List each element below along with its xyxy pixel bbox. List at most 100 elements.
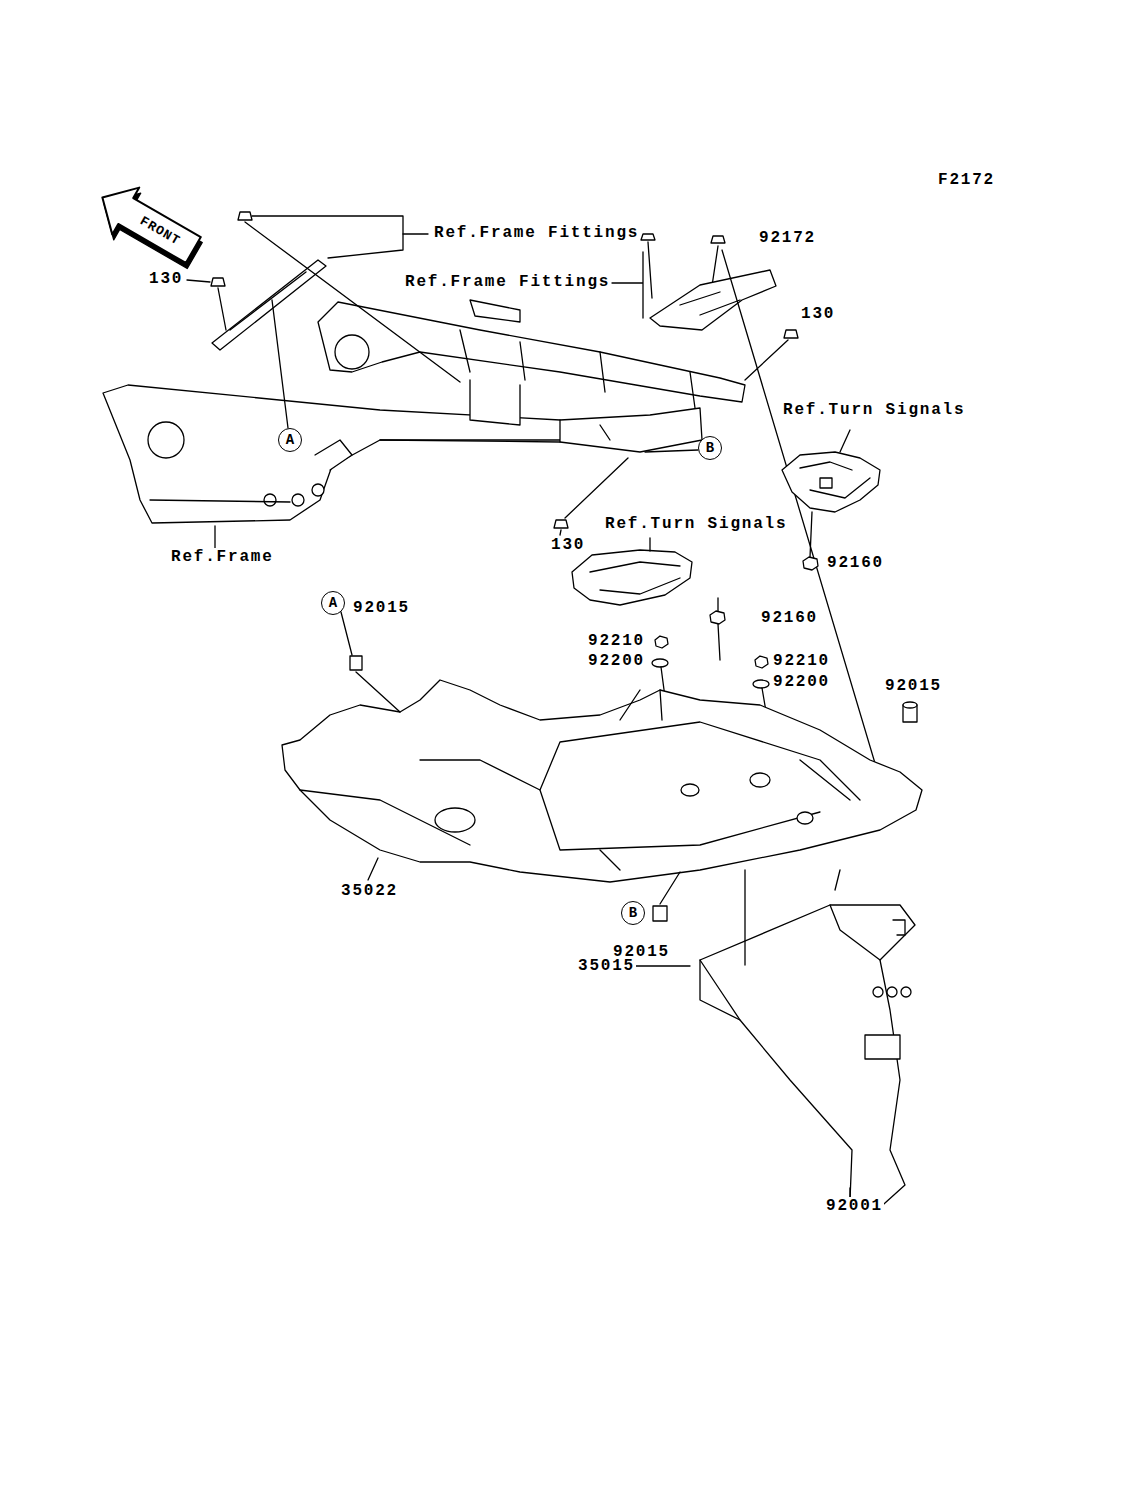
inner-fender: [681, 784, 699, 796]
bolt: [554, 520, 568, 528]
part-number: 130: [550, 536, 586, 555]
turn-signal: [782, 452, 880, 512]
leader-line: [214, 526, 215, 548]
leader-line: [712, 246, 718, 286]
rear-fender: [865, 1035, 900, 1059]
bolt: [641, 234, 655, 240]
bolt: [711, 236, 725, 243]
reference-letter: B: [629, 906, 637, 921]
figure-code: F2172: [937, 171, 996, 190]
leader-line: [368, 858, 378, 880]
front-arrow: [87, 174, 210, 279]
reference-circle: A: [321, 591, 345, 615]
leader-line: [612, 252, 643, 318]
turn-signal: [572, 538, 692, 605]
frame-drawing: [150, 380, 610, 502]
rear-fender: [887, 987, 897, 997]
grommet: [341, 612, 400, 712]
inner-fender: [435, 808, 475, 832]
part-number: 92210: [587, 632, 646, 651]
reference-label: Ref.Turn Signals: [604, 515, 788, 534]
rear-fender: [873, 987, 883, 997]
part-number: 92210: [772, 652, 831, 671]
nut: [803, 557, 818, 570]
frame-fitting-plate: [650, 270, 776, 330]
frame-fitting-plate: [650, 270, 776, 330]
rear-fender: [700, 905, 915, 1212]
rear-fender: [612, 870, 915, 1212]
rear-fender: [700, 905, 880, 1020]
reference-letter: A: [329, 596, 337, 611]
turn-signal: [820, 478, 832, 488]
leader-line: [218, 288, 226, 330]
part-number: 35015: [577, 957, 636, 976]
nut: [655, 512, 818, 668]
part-number: 92015: [884, 677, 943, 696]
frame-drawing: [335, 335, 369, 369]
nut: [710, 611, 725, 624]
frame-fitting-plate: [680, 292, 740, 315]
frame-drawing: [315, 440, 352, 470]
rear-fender: [901, 987, 911, 997]
inner-fender: [600, 760, 850, 870]
grommet: [653, 906, 667, 921]
front-arrow: [90, 180, 208, 279]
grommet: [660, 872, 680, 904]
washer: [652, 659, 668, 667]
frame-drawing: [292, 494, 304, 506]
leader-line: [368, 858, 378, 880]
reference-label: Ref.Turn Signals: [782, 401, 966, 420]
reference-circle: B: [621, 901, 645, 925]
bolt: [238, 212, 252, 220]
part-number: 92200: [587, 652, 646, 671]
frame-drawing: [470, 300, 520, 322]
part-number: 92001: [825, 1197, 884, 1216]
leader-line: [648, 242, 652, 298]
bolt: [211, 278, 225, 286]
frame-drawing: [264, 494, 276, 506]
inner-fender: [540, 690, 820, 850]
frame-fitting-plate: [212, 260, 326, 350]
part-number: 92172: [758, 229, 817, 248]
leader-line: [403, 233, 428, 234]
reference-letter: A: [286, 433, 294, 448]
frame-fitting-plate: [230, 272, 306, 330]
reference-label: Ref.Frame Fittings: [404, 273, 611, 292]
nut: [755, 656, 768, 668]
part-number: 92015: [352, 599, 411, 618]
reference-label: Ref.Frame Fittings: [433, 224, 640, 243]
inner-fender: [282, 680, 922, 882]
frame-fitting-plate: [212, 260, 326, 350]
inner-fender: [282, 680, 922, 882]
inner-fender: [750, 773, 770, 787]
leader-line: [645, 450, 698, 452]
leader-line: [565, 458, 628, 518]
turn-signal: [590, 562, 680, 594]
leader-line: [187, 216, 788, 548]
bolt: [784, 330, 798, 338]
frame-drawing: [312, 484, 324, 496]
reference-circle: A: [278, 428, 302, 452]
part-number: 130: [800, 305, 836, 324]
nut: [655, 636, 668, 648]
nut: [718, 512, 812, 660]
turn-signal: [649, 538, 650, 551]
part-number: 92160: [826, 554, 885, 573]
leader-line: [272, 300, 288, 428]
turn-signal: [572, 550, 692, 605]
leader-line: [187, 280, 210, 282]
washer: [753, 680, 769, 688]
part-number: 35022: [340, 882, 399, 901]
part-number: 92200: [772, 673, 831, 692]
inner-fender: [797, 812, 813, 824]
rear-fender: [893, 920, 905, 935]
leader-line: [745, 340, 788, 380]
turn-signal: [840, 430, 850, 452]
reference-label: Ref.Frame: [170, 548, 275, 567]
turn-signal: [782, 430, 880, 512]
rear-fender: [612, 870, 840, 966]
turn-signal: [800, 462, 870, 498]
leader-line: [245, 222, 460, 382]
reference-circle: B: [698, 436, 722, 460]
